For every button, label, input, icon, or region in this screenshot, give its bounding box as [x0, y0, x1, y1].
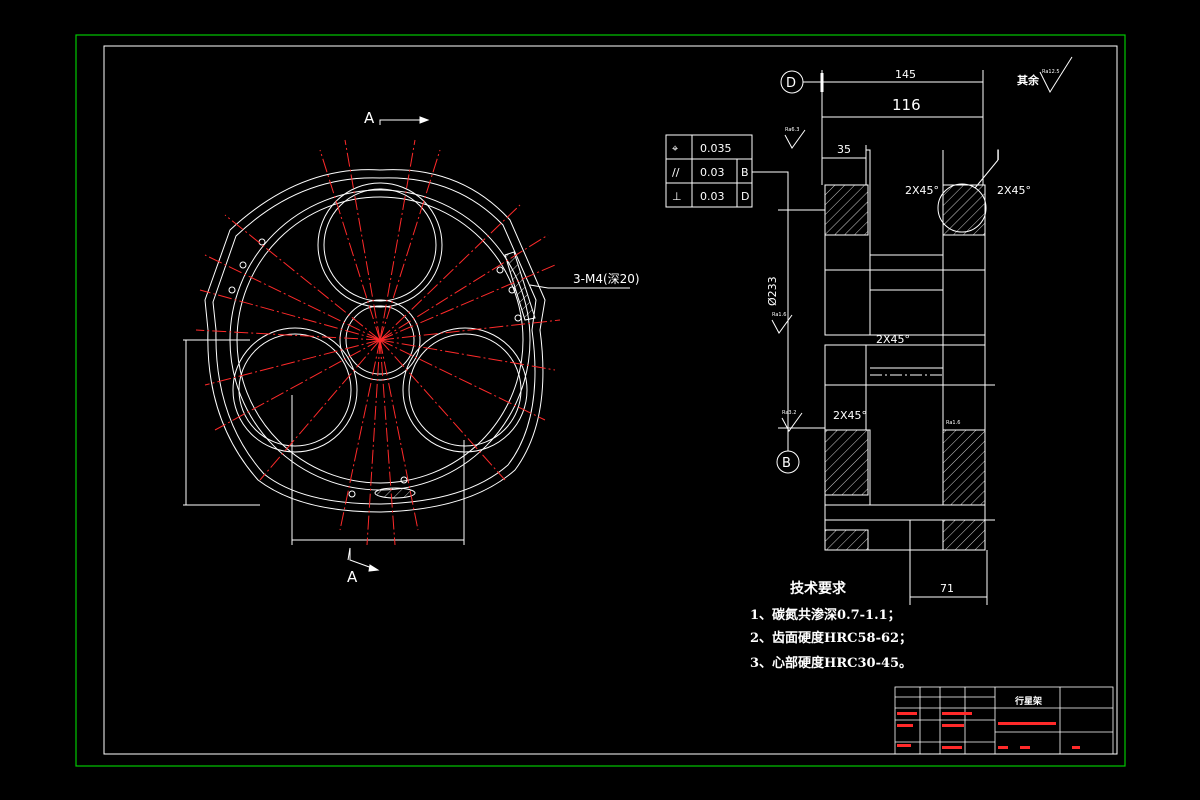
section-arrow-bottom [347, 547, 373, 569]
front-view [183, 116, 630, 572]
dim-text-116: 116 [892, 96, 921, 114]
center-line [379, 339, 419, 531]
tech-item-3: 3、心部硬度HRC30-45。 [750, 655, 912, 671]
hatched-slot [374, 487, 416, 499]
center-line [379, 339, 546, 421]
small-hole [239, 261, 247, 269]
center-line [319, 149, 381, 341]
carrier-profile-offset [212, 177, 537, 505]
small-hole [348, 490, 356, 498]
left-flange-bottom [824, 429, 869, 496]
section-view [752, 70, 999, 605]
center-line [224, 214, 381, 341]
center-line [379, 204, 521, 341]
title-part-name: 行星架 [1014, 695, 1042, 707]
dim-text-diameter: Ø233 [766, 276, 779, 306]
tol-symbol: // [672, 166, 680, 179]
small-hole [508, 286, 516, 294]
inner-frame [103, 45, 1118, 755]
center-line [259, 339, 381, 481]
center-line [379, 264, 556, 341]
center-line [379, 319, 561, 341]
chamfer-3: 2X45° [876, 333, 910, 346]
section-label-top: A [364, 109, 375, 127]
chamfer-2: 2X45° [997, 184, 1031, 197]
dim-text-145: 145 [895, 68, 916, 81]
center-line [379, 234, 549, 341]
small-hole [496, 266, 504, 274]
roughness-r1: Ra6.3 [785, 127, 799, 133]
detail-mark: I [996, 148, 1000, 164]
right-flange-top [942, 184, 986, 236]
planet-bore-left [232, 327, 358, 453]
center-line [339, 339, 381, 531]
center-line [214, 339, 381, 431]
center-bore [339, 299, 421, 381]
tol-symbol: ⊥ [672, 190, 682, 203]
datum-label-B: B [782, 456, 791, 471]
center-line [204, 254, 381, 341]
tol-symbol: ⌖ [672, 142, 678, 155]
center-line [379, 139, 416, 341]
center-line [379, 339, 506, 481]
center-line [379, 339, 396, 546]
outer-frame [75, 34, 1126, 767]
section-label-bottom: A [347, 568, 358, 586]
tech-title: 技术要求 [790, 580, 847, 597]
center-line [204, 339, 381, 386]
roughness-general: Ra12.5 [1042, 69, 1060, 75]
small-hole [514, 314, 522, 322]
planet-bore-left-inner [238, 333, 352, 447]
title-block [894, 686, 1114, 755]
small-hole [258, 238, 266, 246]
tol-value: 0.03 [700, 166, 725, 179]
center-line [195, 329, 381, 341]
planet-bore-right-inner [408, 333, 522, 447]
roughness-r2: Ra1.6 [772, 312, 786, 318]
center-line [379, 339, 556, 371]
left-flange-top [824, 184, 869, 236]
center-lines [195, 139, 945, 546]
center-line [379, 149, 441, 341]
hatched-sector [504, 251, 536, 321]
chamfer-4: 2X45° [833, 409, 867, 422]
tolerance-frame [665, 134, 753, 208]
title-block-red-fields [897, 712, 1080, 749]
roughness-general-prefix: 其余 [1017, 73, 1040, 87]
section-arrow-top [379, 119, 420, 125]
small-hole [400, 476, 408, 484]
dim-text-71: 71 [940, 582, 954, 595]
center-bore-inner [345, 305, 415, 375]
planet-bore-top [317, 182, 443, 308]
detail-circle-I [937, 183, 987, 233]
center-line [366, 339, 381, 546]
roughness-symbols [771, 56, 1073, 432]
chamfer-1: 2X45° [905, 184, 939, 197]
tol-value: 0.03 [700, 190, 725, 203]
small-hole [228, 286, 236, 294]
carrier-outer-profile [204, 169, 546, 513]
tech-item-2: 2、齿面硬度HRC58-62； [750, 630, 912, 646]
roughness-r3: Ra3.2 [782, 410, 796, 416]
tech-item-1: 1、碳氮共渗深0.7-1.1； [750, 607, 901, 623]
tol-datum: B [741, 166, 749, 179]
center-line [344, 139, 381, 341]
right-flange-bottom [942, 429, 986, 506]
tol-value: 0.035 [700, 142, 732, 155]
roughness-r4: Ra1.6 [946, 420, 960, 426]
dim-text-35: 35 [837, 143, 851, 156]
center-line [199, 289, 381, 341]
datum-label-D: D [786, 76, 796, 91]
section-outline [824, 149, 871, 336]
thread-callout: 3-M4(深20) [573, 272, 640, 286]
planet-bore-right [402, 327, 528, 453]
thread-leader [529, 284, 630, 289]
planet-bore-top-inner [323, 188, 437, 302]
tol-datum: D [741, 190, 749, 203]
